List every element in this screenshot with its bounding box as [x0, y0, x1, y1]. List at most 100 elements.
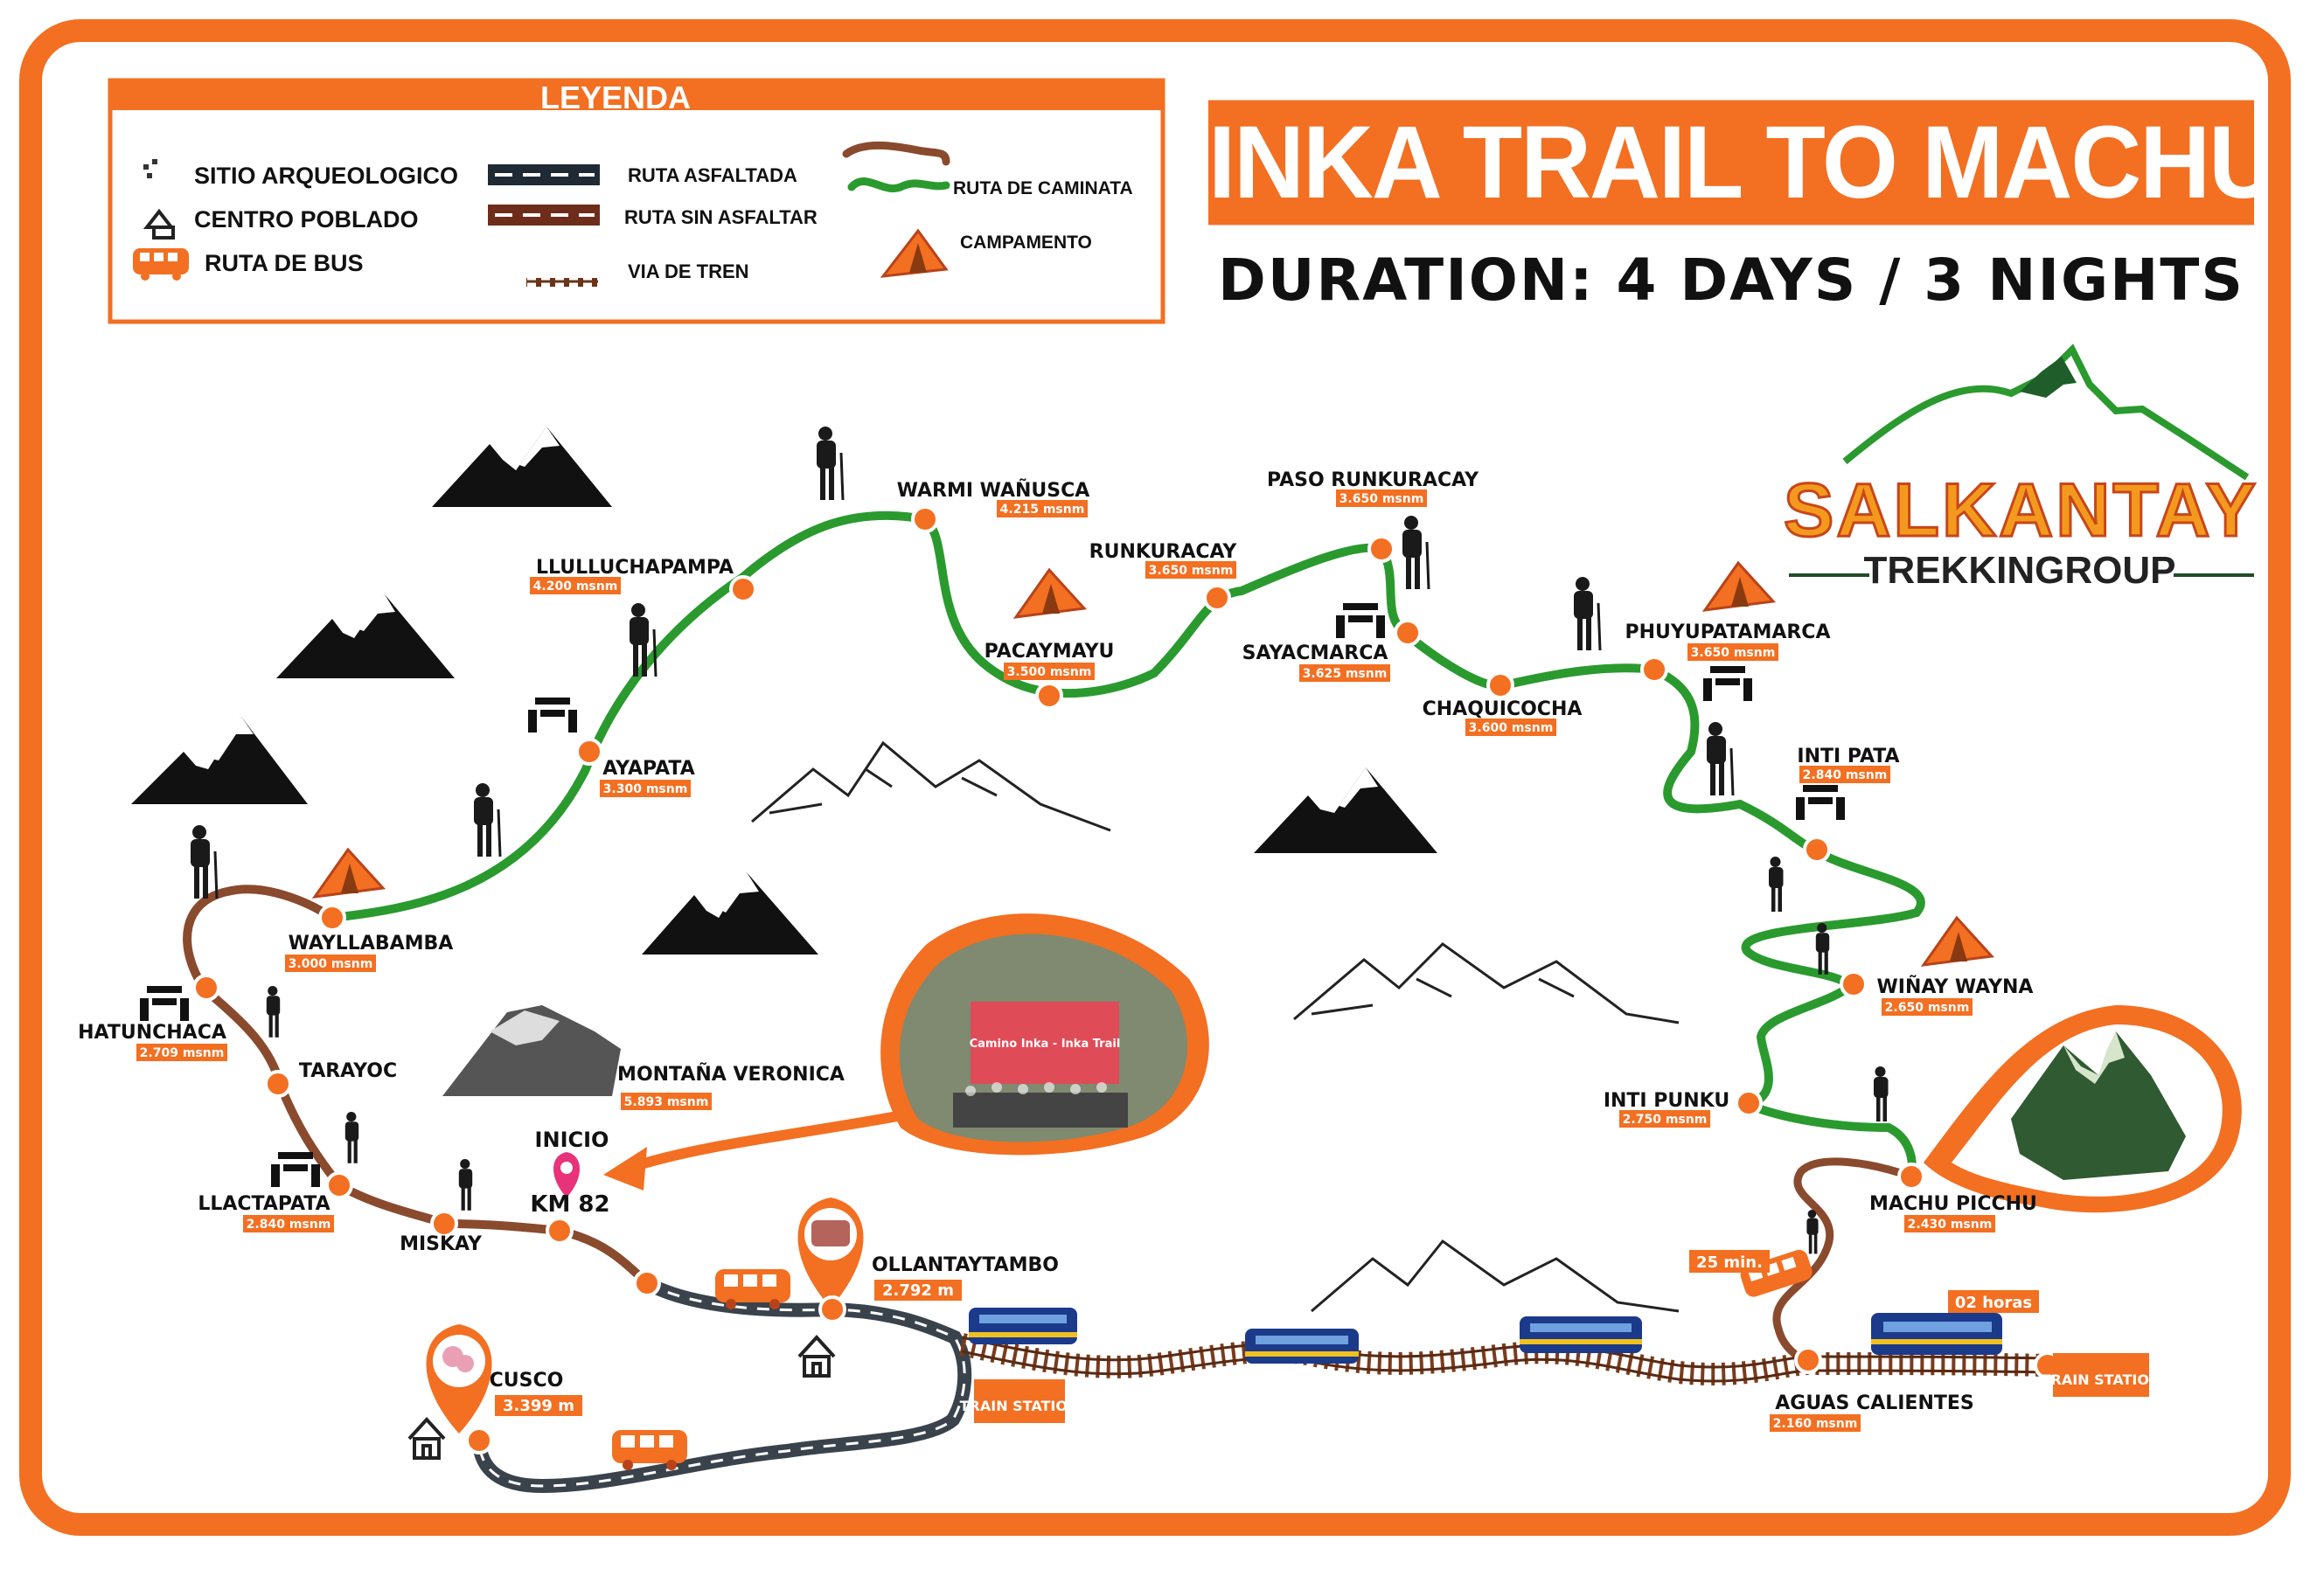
altitude-chip	[1882, 998, 1973, 1016]
bus-time-label: 25 min.	[1696, 1253, 1763, 1272]
altitude-label: 2.750 msnm	[1623, 1113, 1708, 1127]
altitude-chip	[1619, 1110, 1710, 1128]
paved-road-icon	[488, 164, 600, 185]
train-station-label: TRAIN STATION	[2042, 1353, 2160, 1397]
place-name: TARAYOC	[299, 1060, 397, 1082]
legend-item-label: SITIO ARQUEOLOGICO	[194, 163, 458, 189]
altitude-label: 5.893 msnm	[624, 1095, 709, 1109]
rail-line	[961, 1336, 2049, 1369]
altitude-label: 4.200 msnm	[533, 580, 618, 594]
brand-divider	[2174, 573, 2254, 577]
rail-line	[961, 1350, 2049, 1383]
place-name: MISKAY	[400, 1233, 483, 1255]
train-time-label: 02 horas	[1955, 1294, 2032, 1312]
altitude-label: 2.650 msnm	[1885, 1001, 1970, 1015]
altitude-label: 3.399 m	[503, 1397, 574, 1415]
legend-item-label: RUTA SIN ASFALTAR	[624, 206, 818, 228]
place-name: PHUYUPATAMARCA	[1625, 621, 1831, 643]
time-badge	[1689, 1250, 1770, 1273]
altitude-label: 3.000 msnm	[289, 957, 373, 971]
railway-icon	[526, 278, 598, 287]
place-name: SAYACMARCA	[1242, 642, 1388, 664]
duration-label: DURATION: 4 DAYS / 3 NIGHTS	[1218, 246, 2244, 314]
altitude-chip	[1145, 561, 1236, 579]
place-name: CHAQUICOCHA	[1423, 698, 1583, 720]
ruins-icon	[140, 603, 1845, 1187]
photo-sign-text: Camino Inka - Inka Trail	[970, 1038, 1121, 1051]
altitude-label: 2.792 m	[882, 1281, 954, 1300]
place-name: INTI PUNKU	[1604, 1090, 1729, 1112]
train-icon	[1871, 1313, 2002, 1355]
altitude-chip	[1004, 663, 1095, 680]
place-name: WAYLLABAMBA	[289, 933, 454, 955]
dirt-road-icon	[488, 205, 600, 226]
legend-item-label: CENTRO POBLADO	[194, 206, 419, 233]
logo-peak-icon	[2020, 357, 2077, 398]
place-name: LLULLUCHAPAMPA	[536, 557, 734, 579]
legend-title: LEYENDA	[540, 80, 691, 115]
altitude-label: 3.625 msnm	[1303, 667, 1388, 681]
altitude-chip	[600, 780, 691, 797]
bus-icon	[133, 248, 189, 281]
place-name: CUSCO	[490, 1370, 564, 1392]
location-pin-icon	[426, 1198, 864, 1434]
altitude-chip	[1770, 1414, 1861, 1432]
bus-icon	[715, 1269, 790, 1309]
legend-item-label: RUTA DE CAMINATA	[953, 178, 1133, 198]
tent-icon	[311, 560, 1995, 967]
place-name: HATUNCHACA	[78, 1022, 226, 1044]
legend-item-label: RUTA DE BUS	[205, 250, 364, 276]
logo-mountain-icon	[1842, 344, 2250, 481]
place-name: AGUAS CALIENTES	[1775, 1392, 1974, 1414]
train-icon	[1245, 1329, 1359, 1364]
hiking-route-icon	[842, 142, 950, 193]
start-pin-icon	[553, 1152, 580, 1198]
altitude-label: 3.300 msnm	[603, 782, 688, 796]
altitude-chip	[1904, 1215, 1995, 1232]
altitude-chip	[1687, 643, 1778, 661]
altitude-chip	[285, 955, 376, 972]
altitude-label: 3.600 msnm	[1469, 721, 1554, 735]
train-station-label: TRAIN STATION	[960, 1379, 1079, 1423]
start-photo-bubble: Camino Inka - Inka Trail	[880, 913, 1209, 1156]
train-icon	[969, 1308, 1077, 1344]
altitude-chip	[1336, 489, 1427, 507]
altitude-label: 2.430 msnm	[1908, 1218, 1993, 1232]
place-name: MACHU PICCHU	[1869, 1193, 2037, 1215]
place-name: RUNKURACAY	[1089, 541, 1238, 563]
altitude-label: 3.500 msnm	[1007, 665, 1092, 679]
altitude-chip	[495, 1395, 582, 1416]
tent-icon	[880, 228, 949, 278]
place-name: WARMI WAÑUSCA	[897, 479, 1090, 502]
place-name: WIÑAY WAYNA	[1877, 975, 2034, 998]
mountain-icon	[131, 427, 1437, 955]
train-icon	[1520, 1316, 1642, 1353]
altitude-chip	[136, 1044, 227, 1061]
start-label: INICIO	[535, 1128, 609, 1152]
machupicchu-bubble	[1924, 1005, 2242, 1213]
altitude-chip	[621, 1093, 712, 1110]
altitude-chip	[530, 577, 621, 594]
altitude-label: 2.709 msnm	[140, 1046, 225, 1060]
altitude-chip	[243, 1215, 334, 1232]
place-name: PASO RUNKURACAY	[1267, 469, 1479, 491]
hiker-icon	[191, 427, 1889, 1254]
start-arrow	[628, 1110, 904, 1173]
altitude-chip	[1299, 664, 1390, 682]
veronica-mountain-icon	[442, 1005, 621, 1096]
legend-item-label: CAMPAMENTO	[960, 233, 1092, 253]
ruins-icon	[143, 159, 157, 178]
altitude-chip	[1799, 766, 1890, 783]
start-km-label: KM 82	[530, 1191, 609, 1218]
village-icon	[407, 1335, 836, 1460]
altitude-label: 2.840 msnm	[1803, 768, 1888, 782]
brand-subtitle: TREKKINGROUP	[1863, 549, 2176, 592]
place-name: PACAYMAYU	[985, 641, 1115, 663]
place-name: AYAPATA	[602, 758, 695, 780]
altitude-label: 3.650 msnm	[1691, 646, 1776, 660]
time-badge	[1948, 1290, 2039, 1313]
place-name: LLACTAPATA	[198, 1193, 330, 1215]
legend-item-label: RUTA ASFALTADA	[628, 164, 797, 186]
place-name: INTI PATA	[1797, 746, 1899, 767]
